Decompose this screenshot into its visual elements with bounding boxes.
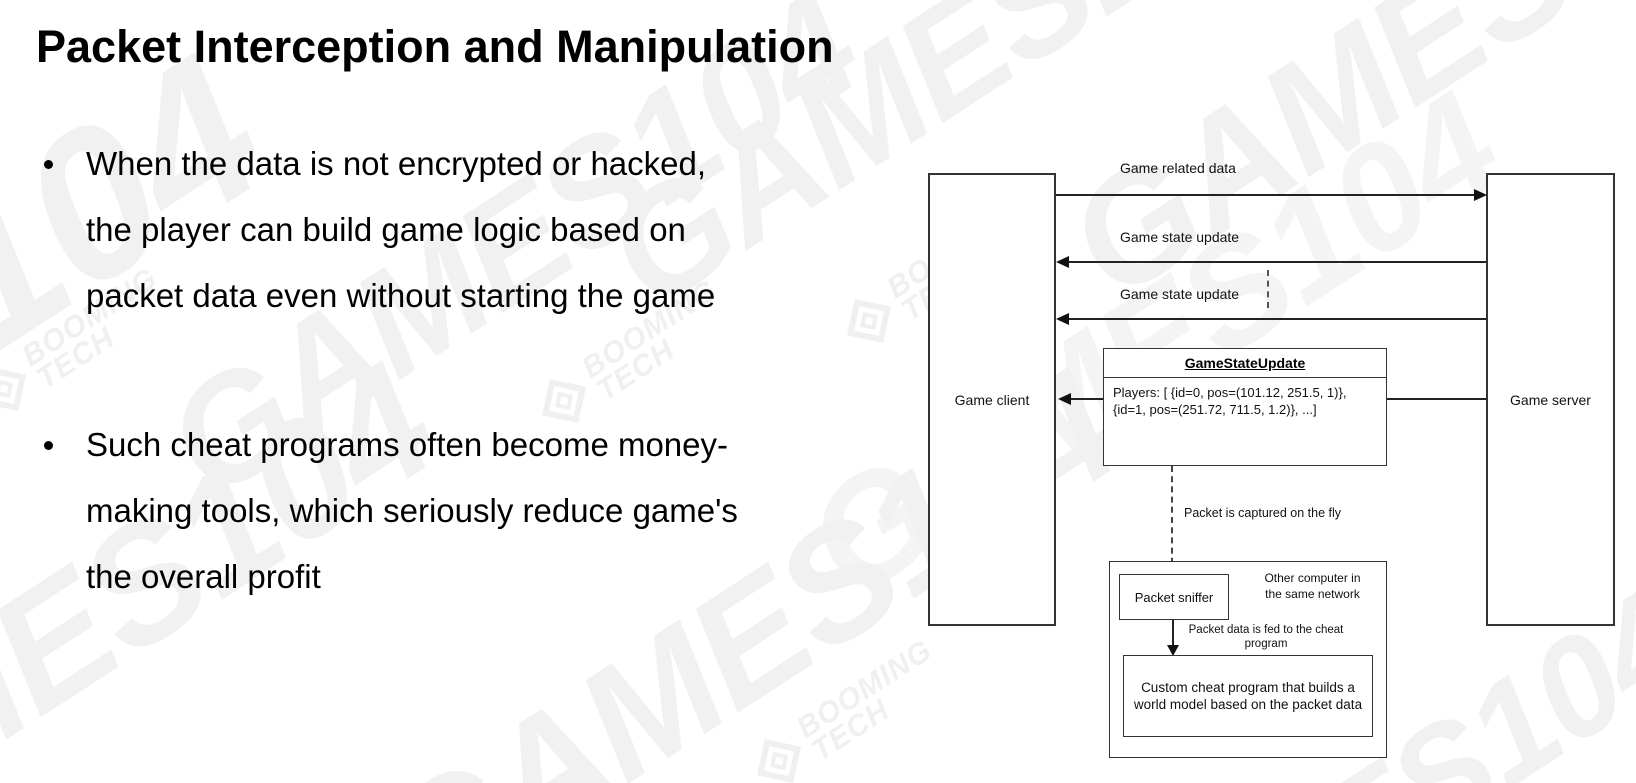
bullet-item-1: When the data is not encrypted or hacked… [44, 131, 715, 329]
arrowhead-down-icon [1167, 645, 1179, 656]
cheat-program-line-1: Custom cheat program that builds a [1141, 680, 1355, 695]
booming-tech-logo-icon [847, 299, 892, 344]
sniffer-to-cheat-line [1172, 620, 1174, 647]
other-computer-label-line-2: the same network [1265, 587, 1360, 601]
arrowhead-left-icon [1056, 313, 1069, 325]
message-label-game-state-update-2: Game state update [1120, 286, 1240, 302]
bullet-1-line-3: packet data even without starting the ga… [86, 277, 716, 314]
bullet-2-line-3: the overall profit [86, 558, 321, 595]
feed-note-line-1: Packet data is fed to the cheat [1188, 624, 1344, 636]
arrowhead-left-icon [1058, 393, 1071, 405]
capture-note: Packet is captured on the fly [1184, 506, 1342, 520]
game-state-update-packet-box: GameStateUpdate Players: [ {id=0, pos=(1… [1103, 348, 1387, 466]
bullet-1-line-2: the player can build game logic based on [86, 211, 686, 248]
other-computer-label: Other computer in the same network [1245, 570, 1380, 602]
arrow-line-game-related-data [1056, 194, 1474, 196]
feed-note: Packet data is fed to the cheat program [1182, 623, 1350, 651]
arrow-line-game-state-update-1 [1069, 261, 1486, 263]
arrow-line-game-state-update-2 [1069, 318, 1486, 320]
bullet-2-line-2: making tools, which seriously reduce gam… [86, 492, 738, 529]
bullet-2-line-1: Such cheat programs often become money- [86, 426, 729, 463]
game-client-box: Game client [928, 173, 1056, 626]
feed-note-line-2: program [1244, 638, 1288, 650]
repetition-ellipsis-dashes [1267, 270, 1269, 308]
cheat-program-label: Custom cheat program that builds a world… [1124, 656, 1372, 736]
message-label-game-state-update-1: Game state update [1120, 229, 1240, 245]
bullet-item-2: Such cheat programs often become money- … [44, 412, 738, 610]
cheat-program-line-2: world model based on the packet data [1133, 697, 1363, 712]
packet-payload-line-2: {id=1, pos=(251.72, 711.5, 1.2)}, ...] [1113, 402, 1317, 417]
booming-tech-logo-icon [542, 379, 587, 424]
server-to-packet-line [1387, 398, 1486, 400]
bullet-dot [44, 160, 53, 169]
message-label-game-related-data: Game related data [1120, 160, 1236, 176]
arrowhead-left-icon [1056, 256, 1069, 268]
booming-tech-logo-icon [0, 367, 27, 412]
game-server-label: Game server [1510, 391, 1591, 408]
arrowhead-right-icon [1474, 189, 1487, 201]
packet-box-payload: Players: [ {id=0, pos=(101.12, 251.5, 1)… [1104, 378, 1386, 424]
packet-sniffer-label: Packet sniffer [1134, 589, 1214, 605]
packet-sniffer-box: Packet sniffer [1119, 574, 1229, 620]
packet-payload-line-1: Players: [ {id=0, pos=(101.12, 251.5, 1)… [1113, 385, 1347, 400]
packet-box-title: GameStateUpdate [1104, 349, 1386, 378]
booming-tech-logo-icon [757, 739, 802, 783]
page-title: Packet Interception and Manipulation [36, 21, 834, 72]
other-computer-label-line-1: Other computer in [1264, 571, 1361, 585]
cheat-program-box: Custom cheat program that builds a world… [1123, 655, 1373, 737]
bullet-dot [44, 441, 53, 450]
capture-dashed-line [1171, 466, 1173, 574]
game-client-label: Game client [954, 391, 1030, 408]
packet-to-client-line [1071, 398, 1103, 400]
game-server-box: Game server [1486, 173, 1615, 626]
bullet-1-line-1: When the data is not encrypted or hacked… [86, 145, 707, 182]
